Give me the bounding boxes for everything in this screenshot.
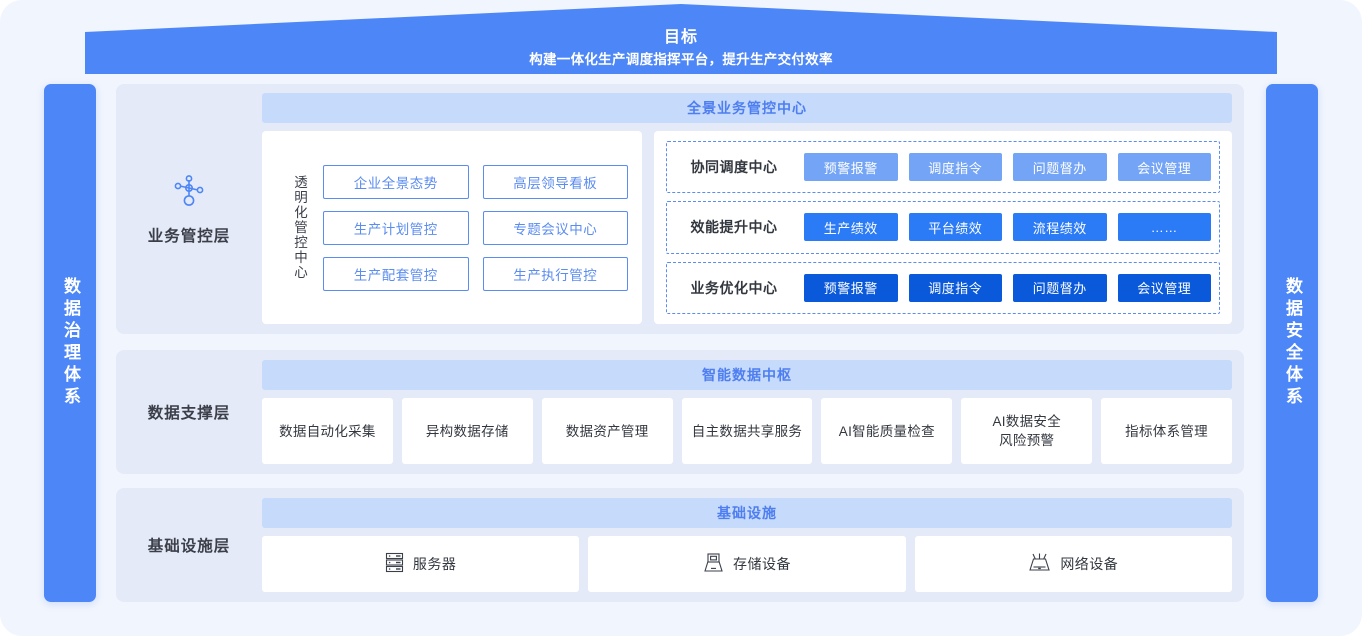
chip-alert-warning-2[interactable]: 预警报警 [804,273,898,302]
chip-meeting-management-2[interactable]: 会议管理 [1117,273,1211,302]
node-network-icon [170,172,208,213]
card-network-label: 网络设备 [1060,556,1119,572]
card-ai-data-security-risk-alert[interactable]: AI数据安全 风险预警 [961,398,1093,464]
chip-production-performance[interactable]: 生产绩效 [804,213,898,242]
group-collaborative-dispatch-label: 协同调度中心 [690,159,778,176]
strip-business-title: 全景业务管控中心 [262,93,1232,123]
chip-topic-meeting-center[interactable]: 专题会议中心 [482,210,628,245]
layer-business-body: 全景业务管控中心 透明化管控中心 企业全景态势 高层领导看板 生产计划管控 专题… [262,84,1244,334]
card-server[interactable]: 服务器 [262,536,580,592]
strip-infra-title: 基础设施 [262,498,1232,528]
pillar-left-label: 数据治理体系 [61,277,80,409]
strip-data-title: 智能数据中枢 [262,360,1232,390]
group-efficiency-improvement: 效能提升中心 生产绩效 平台绩效 流程绩效 …… [666,201,1220,254]
chip-process-performance[interactable]: 流程绩效 [1013,213,1107,242]
chip-meeting-management-1[interactable]: 会议管理 [1117,153,1211,182]
infra-card-row: 服务器 存储设备 [262,536,1232,592]
card-data-asset-management[interactable]: 数据资产管理 [541,398,673,464]
transparent-control-center-label: 透明化管控中心 [292,175,307,280]
card-heterogeneous-storage[interactable]: 异构数据存储 [401,398,533,464]
pillar-right-label: 数据安全体系 [1283,277,1302,409]
chip-enterprise-overview[interactable]: 企业全景态势 [323,164,469,199]
chip-issue-supervision-2[interactable]: 问题督办 [1013,273,1107,302]
layer-data-label: 数据支撑层 [147,405,231,422]
card-ai-quality-inspection[interactable]: AI智能质量检查 [821,398,953,464]
card-self-service-data-sharing[interactable]: 自主数据共享服务 [681,398,813,464]
goal-subtitle: 构建一体化生产调度指挥平台，提升生产交付效率 [529,52,833,67]
server-icon [385,552,404,576]
transparent-control-center-grid: 企业全景态势 高层领导看板 生产计划管控 专题会议中心 生产配套管控 生产执行管… [323,164,642,291]
chip-dispatch-order-1[interactable]: 调度指令 [908,153,1002,182]
router-icon [1028,552,1051,576]
business-content-row: 透明化管控中心 企业全景态势 高层领导看板 生产计划管控 专题会议中心 生产配套… [262,131,1232,324]
layer-data-support: 数据支撑层 智能数据中枢 数据自动化采集 异构数据存储 数据资产管理 自主数据共… [116,350,1244,474]
layer-business-label-group: 业务管控层 [116,172,262,246]
chip-more-ellipsis[interactable]: …… [1117,213,1211,242]
data-card-row: 数据自动化采集 异构数据存储 数据资产管理 自主数据共享服务 AI智能质量检查 … [262,398,1233,464]
chip-platform-performance[interactable]: 平台绩效 [908,213,1002,242]
storage-icon [703,552,724,576]
group-collaborative-dispatch: 协同调度中心 预警报警 调度指令 问题督办 会议管理 [666,141,1220,194]
group-efficiency-improvement-label: 效能提升中心 [690,219,778,236]
group-business-optimization: 业务优化中心 预警报警 调度指令 问题督办 会议管理 [666,261,1220,314]
chip-executive-dashboard[interactable]: 高层领导看板 [482,164,628,199]
transparent-control-center-card: 透明化管控中心 企业全景态势 高层领导看板 生产计划管控 专题会议中心 生产配套… [262,131,642,324]
card-indicator-system-management[interactable]: 指标体系管理 [1101,398,1233,464]
layer-business-control: 业务管控层 全景业务管控中心 透明化管控中心 企业全景态势 高层领导看板 生产计… [116,84,1244,334]
chip-production-support-control[interactable]: 生产配套管控 [323,256,469,291]
goal-title: 目标 [663,29,698,46]
layer-data-body: 智能数据中枢 数据自动化采集 异构数据存储 数据资产管理 自主数据共享服务 AI… [262,350,1244,474]
pillar-data-security: 数据安全体系 [1266,84,1318,602]
layer-infrastructure: 基础设施层 基础设施 [116,488,1244,602]
card-storage-label: 存储设备 [732,556,791,572]
card-storage[interactable]: 存储设备 [588,536,906,592]
group-business-optimization-label: 业务优化中心 [690,279,778,296]
business-centers-card: 协同调度中心 预警报警 调度指令 问题督办 会议管理 效能提升中心 生产绩效 平… [654,131,1232,324]
card-server-label: 服务器 [412,556,457,572]
card-network[interactable]: 网络设备 [914,536,1232,592]
pillar-data-governance: 数据治理体系 [44,84,96,602]
chip-issue-supervision-1[interactable]: 问题督办 [1013,153,1107,182]
chip-production-plan-control[interactable]: 生产计划管控 [323,210,469,245]
layer-infra-label: 基础设施层 [147,538,231,555]
layer-business-label: 业务管控层 [147,228,231,245]
chip-dispatch-order-2[interactable]: 调度指令 [908,273,1002,302]
card-auto-data-collection[interactable]: 数据自动化采集 [262,398,393,464]
layer-infra-body: 基础设施 [262,488,1244,602]
chip-production-execution-control[interactable]: 生产执行管控 [482,256,628,291]
chip-alert-warning-1[interactable]: 预警报警 [804,153,898,182]
goal-banner: 目标 构建一体化生产调度指挥平台，提升生产交付效率 [85,4,1277,74]
